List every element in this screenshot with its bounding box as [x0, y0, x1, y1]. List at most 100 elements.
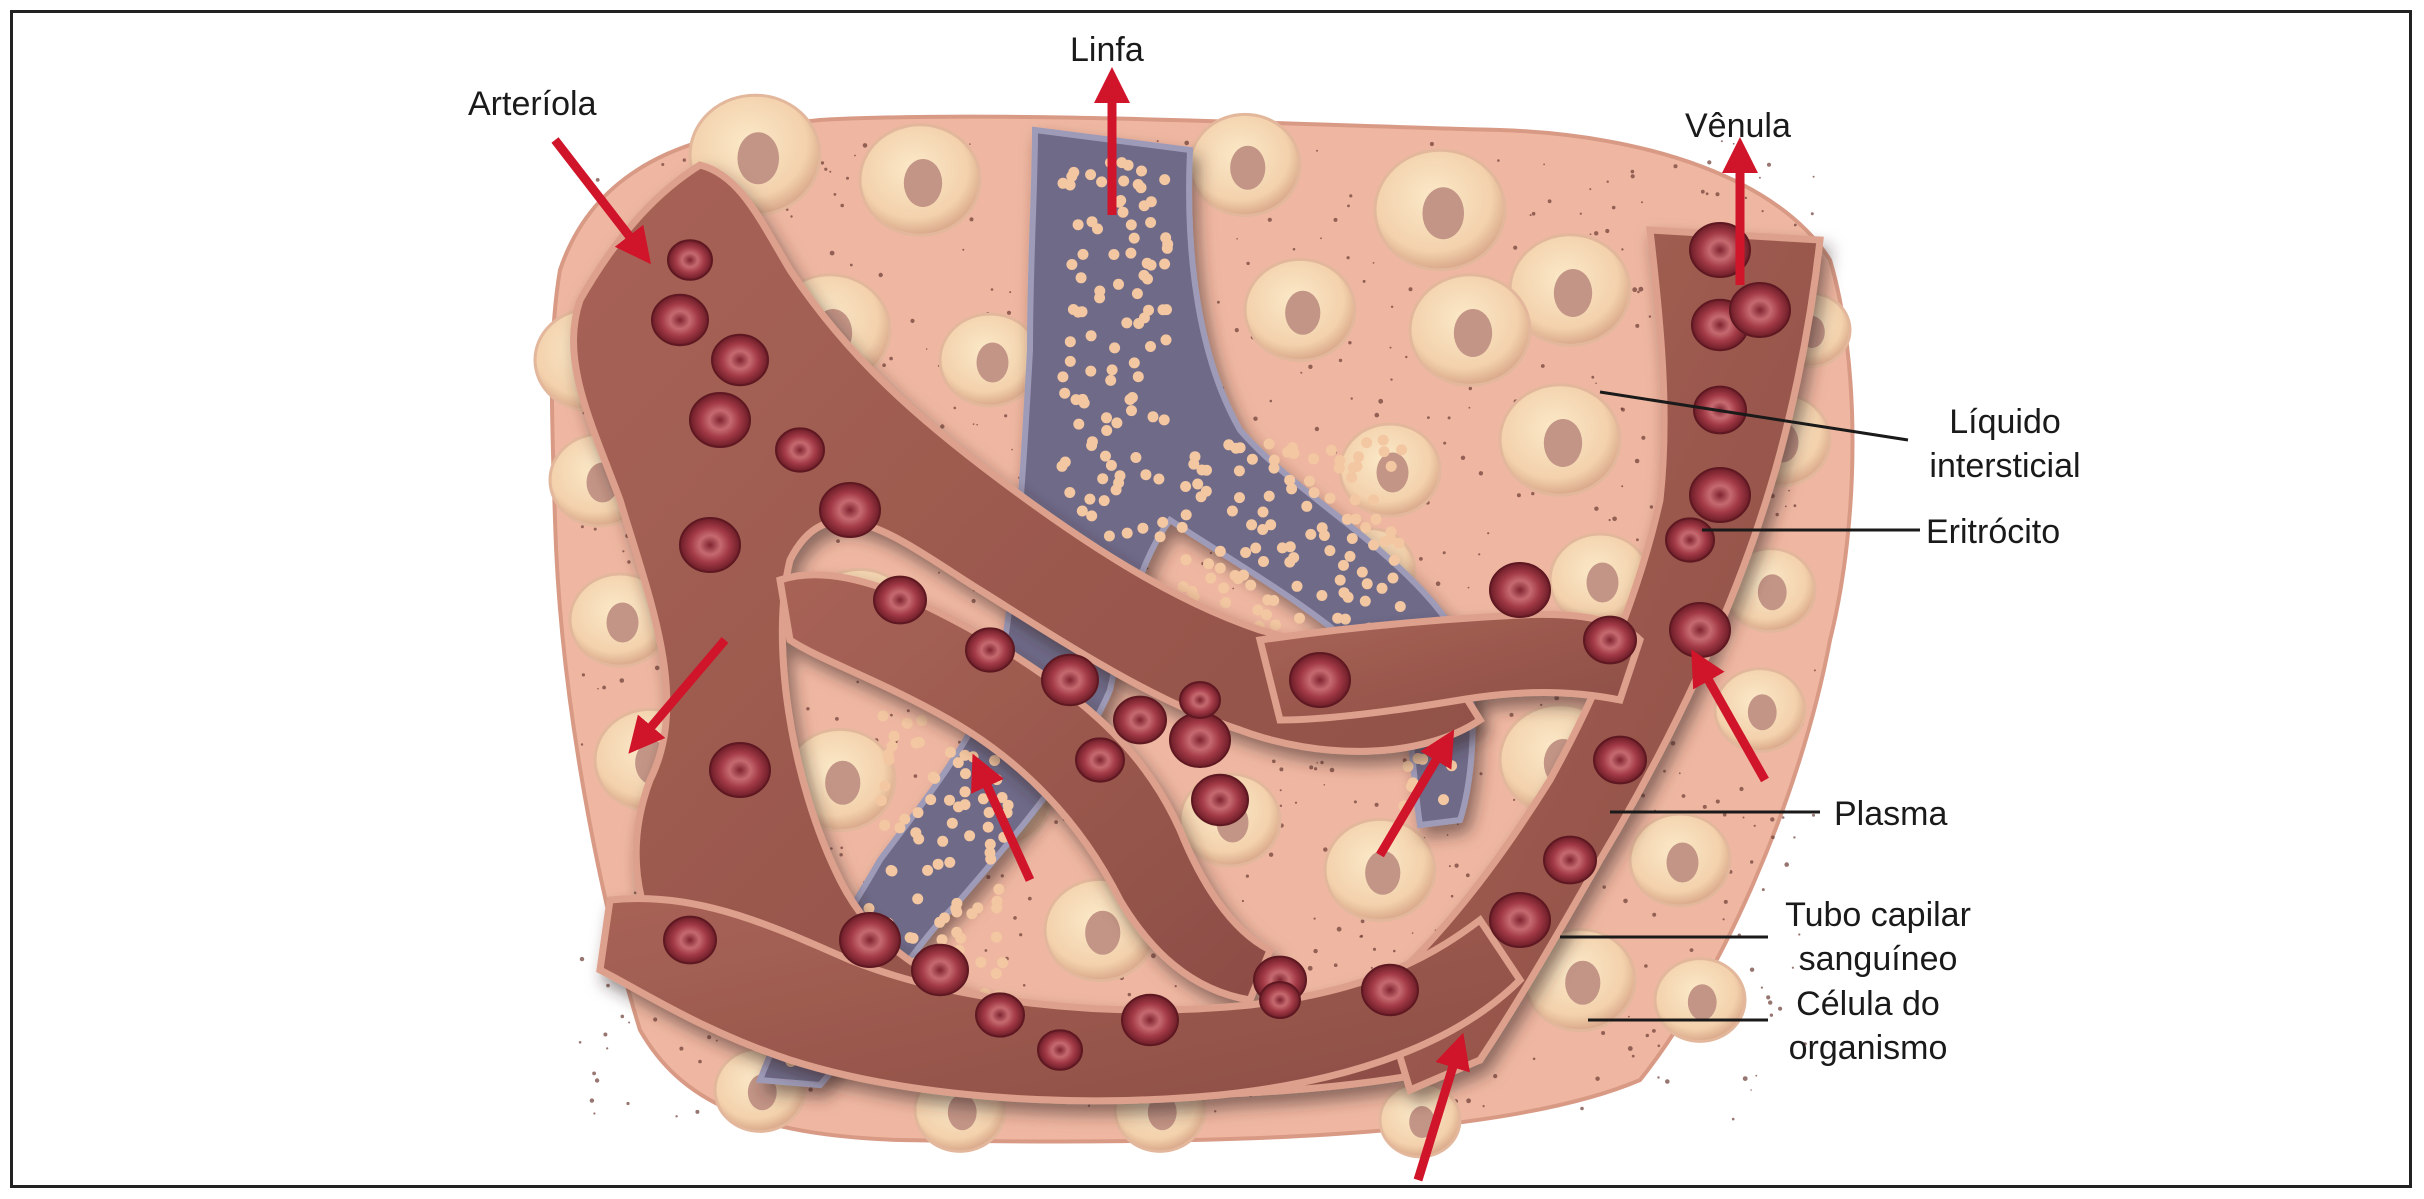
lymph-particle — [1087, 216, 1098, 227]
speckle — [1324, 784, 1326, 786]
lymph-particle — [1136, 166, 1147, 177]
speckle — [581, 743, 583, 745]
speckle — [1019, 933, 1022, 936]
speckle — [716, 1040, 718, 1042]
speckle — [970, 217, 974, 221]
speckle — [580, 957, 584, 961]
lymph-particle — [1129, 357, 1140, 368]
label-venula: Vênula — [1685, 104, 1791, 148]
lymph-particle — [1262, 594, 1273, 605]
red-blood-cell — [668, 240, 712, 280]
speckle — [1175, 985, 1177, 987]
speckle — [1300, 372, 1302, 374]
speckle — [1443, 551, 1446, 554]
speckle — [1272, 760, 1276, 764]
body-cell — [1500, 385, 1620, 495]
speckle — [1493, 1074, 1497, 1078]
lymph-particle — [1301, 501, 1312, 512]
lymph-particle — [1305, 529, 1316, 540]
speckle — [1270, 400, 1273, 403]
speckle — [1354, 800, 1357, 803]
red-blood-cell — [912, 945, 968, 995]
lymph-particle — [1060, 457, 1071, 468]
red-blood-cell — [1122, 995, 1178, 1045]
speckle — [707, 1035, 711, 1039]
speckle — [1391, 306, 1393, 308]
speckle — [1590, 233, 1592, 235]
lymph-particle — [1309, 487, 1320, 498]
lymph-particle — [985, 854, 996, 865]
body-cell — [1325, 819, 1435, 920]
lymph-particle — [1350, 514, 1361, 525]
lymph-particle — [1334, 455, 1345, 466]
lymph-particle — [933, 859, 944, 870]
red-blood-cell — [976, 993, 1024, 1036]
lymph-particle — [1368, 494, 1379, 505]
lymph-particle — [1360, 522, 1371, 533]
speckle — [1478, 553, 1480, 555]
lymph-particle — [1126, 219, 1137, 230]
lymph-particle — [902, 718, 913, 729]
lymph-particle — [960, 799, 971, 810]
lymph-particle — [1108, 249, 1119, 260]
lymph-particle — [1286, 483, 1297, 494]
speckle — [594, 528, 597, 531]
lymph-particle — [1360, 596, 1371, 607]
speckle — [1632, 1055, 1635, 1058]
speckle — [1236, 238, 1238, 240]
lymph-particle — [1161, 334, 1172, 345]
lymph-particle — [1058, 178, 1069, 189]
speckle — [1632, 287, 1637, 292]
lymph-particle — [1068, 167, 1079, 178]
speckle — [1151, 953, 1156, 958]
lymph-particle — [1388, 573, 1399, 584]
speckle — [1641, 436, 1645, 440]
speckle — [603, 1033, 607, 1037]
speckle — [597, 688, 599, 690]
lymph-particle — [944, 795, 955, 806]
speckle — [1603, 885, 1606, 888]
red-blood-cell — [1260, 982, 1300, 1018]
red-blood-cell — [1192, 775, 1248, 825]
label-eritrocito: Eritrócito — [1926, 510, 2060, 554]
speckle — [1776, 513, 1779, 516]
speckle — [1657, 1076, 1659, 1078]
speckle — [661, 163, 664, 166]
lymph-particle — [876, 795, 887, 806]
lymph-particle — [1161, 304, 1172, 315]
lymph-particle — [1148, 411, 1159, 422]
speckle — [622, 550, 624, 552]
speckle — [1533, 1058, 1536, 1061]
speckle — [1724, 900, 1728, 904]
speckle — [621, 1015, 625, 1019]
red-blood-cell — [664, 917, 716, 964]
speckle — [830, 847, 833, 850]
speckle — [1308, 966, 1313, 971]
speckle — [1128, 993, 1131, 996]
lymph-particle — [1123, 160, 1134, 171]
speckle — [1794, 504, 1797, 507]
speckle — [940, 424, 944, 428]
speckle — [1483, 1105, 1485, 1107]
lymph-particle — [1130, 452, 1141, 463]
red-blood-cell — [1180, 682, 1220, 718]
speckle — [1349, 194, 1352, 197]
lymph-particle — [1192, 479, 1203, 490]
speckle — [602, 686, 606, 690]
speckle — [579, 1041, 582, 1044]
speckle — [1280, 789, 1282, 791]
speckle — [1641, 201, 1643, 203]
lymph-particle — [1250, 543, 1261, 554]
lymph-particle — [1099, 495, 1110, 506]
lymph-particle — [991, 902, 1002, 913]
speckle — [695, 1110, 699, 1114]
red-blood-cell — [1076, 738, 1124, 781]
lymph-particle — [1118, 207, 1129, 218]
speckle — [1811, 212, 1814, 215]
speckle — [1707, 160, 1711, 164]
lymph-particle — [1142, 274, 1153, 285]
lymph-particle — [1205, 573, 1216, 584]
speckle — [1295, 802, 1297, 804]
speckle — [836, 539, 840, 543]
speckle — [1457, 823, 1459, 825]
